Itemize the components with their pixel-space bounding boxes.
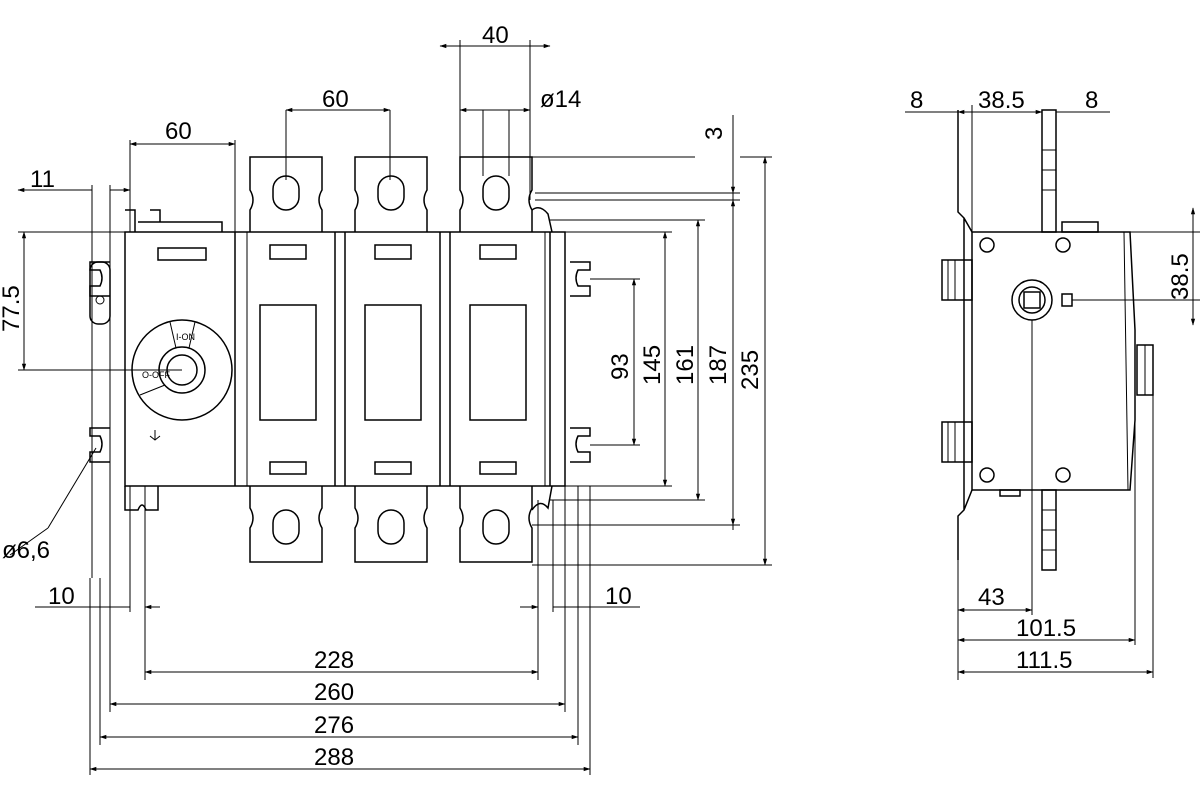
dimension-labels: 40 60 ø14 60 11 3 77.5 93 145 161 187 23…	[0, 22, 1194, 771]
dim-93: 93	[607, 353, 634, 380]
slot-right-top	[570, 261, 591, 297]
top-terminals	[249, 156, 533, 232]
screw-top-left	[979, 237, 995, 253]
screw-bottom-right	[1055, 467, 1071, 483]
dim-side-101-5: 101.5	[1016, 615, 1076, 642]
dim-side-8-right: 8	[1085, 87, 1098, 114]
side-busbar-top	[1041, 109, 1057, 233]
dim-side-38-5-top: 38.5	[978, 87, 1025, 114]
dim-side-111-5: 111.5	[1016, 647, 1073, 674]
side-view	[941, 109, 1154, 571]
bracket-top-right	[531, 207, 553, 233]
dim-235: 235	[737, 350, 764, 390]
bracket-top-left	[125, 209, 136, 232]
dimension-lines	[9, 40, 1200, 775]
dim-diameter-14: ø14	[540, 86, 581, 113]
pole-2	[364, 244, 422, 475]
dim-288: 288	[314, 744, 354, 771]
dim-187: 187	[705, 345, 732, 385]
dim-top-60-body: 60	[165, 118, 192, 145]
dim-10-right: 10	[605, 583, 632, 610]
screw-top-right	[1055, 237, 1071, 253]
svg-text:O-OFF: O-OFF	[142, 370, 170, 380]
side-shaft-outer	[1011, 279, 1053, 321]
screw-bottom-left	[979, 467, 995, 483]
svg-text:I-ON: I-ON	[176, 332, 195, 342]
slot-right-bottom	[570, 427, 591, 463]
dim-3: 3	[701, 127, 728, 140]
dim-11: 11	[30, 166, 55, 193]
pole-1	[259, 244, 317, 475]
dim-side-38-5-right: 38.5	[1167, 253, 1194, 300]
pole-3	[469, 244, 527, 475]
side-body	[971, 231, 1136, 491]
side-clip-bottom	[941, 421, 973, 463]
front-view: I-ON O-OFF	[89, 156, 591, 563]
dim-10-left: 10	[48, 583, 75, 610]
dim-top-60-terminal: 60	[322, 86, 349, 113]
dim-228: 228	[314, 647, 354, 674]
dim-260: 260	[314, 679, 354, 706]
bottom-terminals	[249, 486, 533, 563]
dim-side-8-left: 8	[910, 87, 923, 114]
slot-left-bottom	[89, 427, 110, 463]
label-plate	[157, 247, 207, 261]
side-mounting-plate	[957, 110, 973, 560]
dim-276: 276	[314, 712, 354, 739]
slot-left-top	[89, 261, 110, 297]
dim-161: 161	[672, 345, 699, 385]
dim-145: 145	[639, 345, 666, 385]
dim-top-40: 40	[482, 22, 509, 49]
bracket-bottom-right	[531, 485, 553, 511]
side-clip-top	[941, 259, 973, 301]
bracket-bottom-left	[124, 486, 159, 511]
side-shaft-square	[1023, 291, 1041, 309]
dim-side-43: 43	[978, 584, 1005, 611]
rotary-handle: I-ON O-OFF	[131, 319, 233, 441]
dim-77-5: 77.5	[0, 285, 25, 332]
dim-diameter-6-6: ø6,6	[2, 537, 50, 564]
